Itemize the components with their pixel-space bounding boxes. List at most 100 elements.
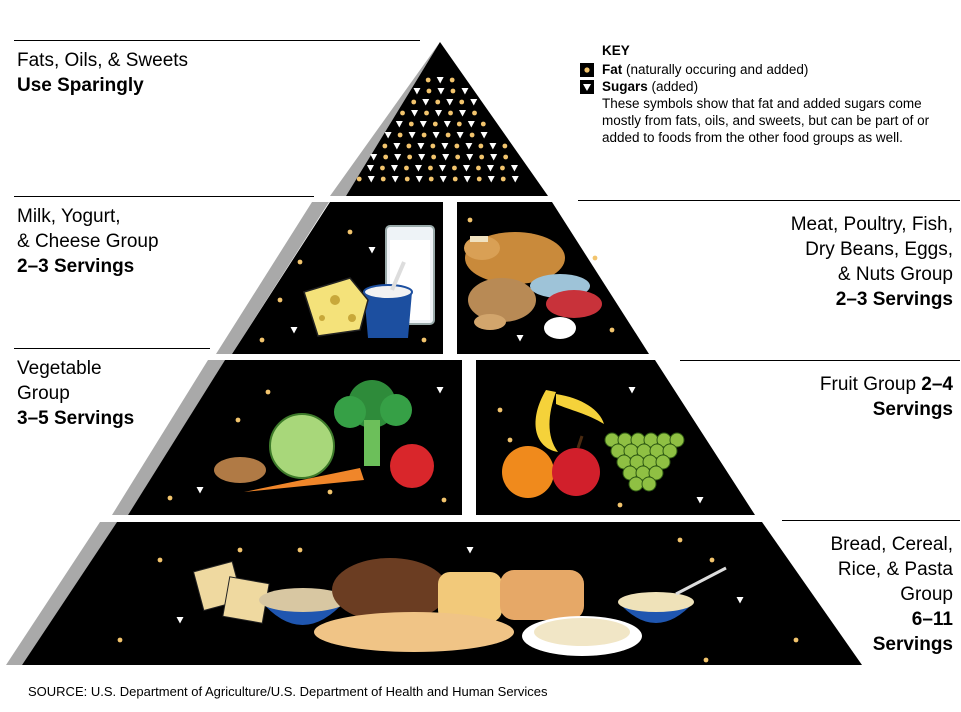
fat-dot — [428, 176, 434, 182]
sugar-triangle — [366, 165, 374, 172]
sugar-triangle — [490, 154, 498, 161]
sugar-triangle — [367, 176, 375, 183]
fat-dot — [421, 132, 427, 138]
milk-label: Milk, Yogurt, & Cheese Group 2–3 Serving… — [17, 204, 159, 279]
fat-dot — [435, 99, 441, 105]
milk-servings: 2–3 Servings — [17, 256, 135, 277]
sugar-triangle — [467, 121, 475, 128]
sugar-triangle — [456, 132, 464, 139]
fat-dot — [469, 132, 475, 138]
vegetable-label: Vegetable Group 3–5 Servings — [17, 356, 134, 431]
fat-dot — [452, 176, 458, 182]
sugar-triangle — [439, 176, 447, 183]
pasta-plate-illustration — [522, 616, 642, 656]
fat-dot — [259, 337, 265, 343]
symbol-key: KEY Fat (naturally occuring and added) S… — [580, 42, 960, 146]
sugar-triangle — [511, 176, 519, 183]
sugar-triangle — [442, 154, 450, 161]
fat-dot — [617, 502, 623, 508]
fat-dot — [677, 537, 683, 543]
fruit-name: Fruit Group — [819, 374, 917, 395]
fat-dot — [117, 637, 123, 643]
meat-servings: 2–3 Servings — [835, 289, 953, 310]
sugar-triangle-icon — [580, 79, 594, 94]
fat-dot — [455, 154, 461, 160]
fats-name: Fats, Oils, & Sweets — [17, 50, 189, 71]
fat-dot — [277, 297, 283, 303]
fat-dot — [476, 165, 481, 171]
grape — [655, 454, 671, 470]
key-fat-text: (naturally occuring and added) — [622, 62, 809, 77]
fat-dot — [400, 110, 405, 116]
fruit-label-rule — [680, 360, 960, 361]
fats-label-rule — [14, 40, 420, 41]
fat-dot — [426, 88, 432, 94]
sugar-triangle — [419, 121, 427, 128]
fat-dot — [347, 229, 353, 235]
fat-dot — [500, 176, 506, 182]
fat-dot — [424, 110, 429, 116]
fats-label: Fats, Oils, & Sweets Use Sparingly — [17, 48, 188, 98]
sugar-triangle — [441, 143, 449, 150]
fat-dot — [445, 132, 451, 138]
fat-dot — [404, 176, 410, 182]
apple-illustration — [552, 435, 600, 496]
third-tier-shadow — [112, 360, 225, 515]
fat-dot — [382, 143, 388, 149]
fat-dot — [428, 165, 433, 171]
meat-label-rule — [578, 200, 960, 201]
tomato-illustration — [390, 444, 434, 488]
fat-dot — [480, 121, 486, 127]
fat-dot — [709, 557, 715, 563]
sugar-triangle — [411, 110, 419, 117]
sugar-triangle — [368, 247, 376, 254]
fat-dot — [497, 407, 503, 413]
key-sugar-row: Sugars (added) — [580, 78, 960, 95]
fat-dot — [592, 255, 598, 261]
fat-dot — [609, 327, 615, 333]
grape — [641, 476, 657, 492]
fat-dot — [397, 132, 403, 138]
lettuce-illustration — [269, 413, 335, 479]
fat-dot — [454, 143, 460, 149]
yogurt-cup-illustration — [363, 261, 413, 338]
broccoli-illustration — [334, 380, 412, 466]
sugar-triangle — [370, 154, 378, 161]
sugar-triangle — [432, 132, 440, 139]
fish-steak-eggs-illustration — [530, 274, 602, 339]
sugar-triangle — [391, 176, 399, 183]
fat-dot — [500, 165, 505, 171]
fat-dot — [507, 437, 513, 443]
milk-label-rule — [14, 196, 314, 197]
fat-dot — [356, 176, 362, 182]
sugar-triangle — [736, 597, 744, 604]
sugar-triangle — [510, 165, 518, 172]
fat-dot-icon — [580, 62, 594, 77]
meat-name-line3: & Nuts Group — [837, 264, 953, 285]
key-fat-bold: Fat — [602, 62, 623, 77]
sugar-triangle — [393, 143, 401, 150]
grape — [669, 432, 685, 448]
vegetable-name-line2: Group — [17, 383, 70, 404]
sugar-triangle — [480, 132, 488, 139]
sugar-triangle — [463, 176, 471, 183]
fat-dot — [459, 99, 465, 105]
fat-dot — [432, 121, 438, 127]
fat-dot — [450, 88, 456, 94]
fat-dot — [237, 547, 243, 553]
key-title: KEY — [602, 43, 630, 58]
sugar-triangle — [466, 154, 474, 161]
fat-dot — [448, 110, 453, 116]
top-tier-shadow — [330, 42, 440, 196]
fruit-label: Fruit Group 2–4 Servings — [820, 372, 953, 422]
sugar-triangle — [414, 165, 422, 172]
fat-dot — [406, 143, 412, 149]
bread-loaves-illustration — [314, 558, 584, 652]
sugar-triangle — [395, 121, 403, 128]
fat-dot — [449, 77, 455, 83]
sugar-triangle — [470, 99, 478, 106]
grape — [662, 443, 678, 459]
fat-dot — [456, 121, 462, 127]
sugar-triangle — [465, 143, 473, 150]
sugar-triangle — [438, 165, 446, 172]
